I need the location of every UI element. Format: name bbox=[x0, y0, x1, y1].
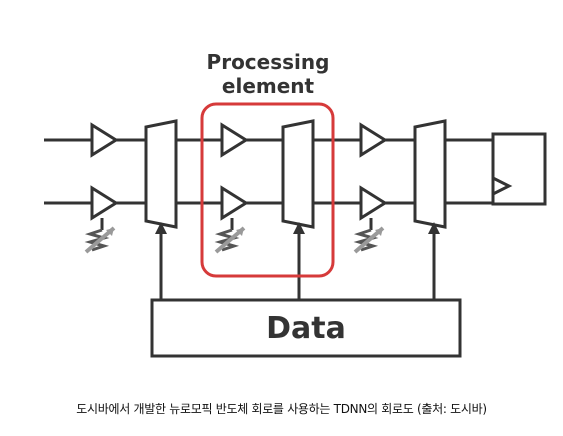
resistor-icon bbox=[214, 218, 246, 254]
multiplexer-icon bbox=[281, 119, 315, 229]
resistor-icon bbox=[353, 218, 385, 254]
buffer-triangle-icon bbox=[90, 122, 119, 158]
buffer-triangle-icon bbox=[220, 185, 249, 221]
data-block-label: Data bbox=[266, 310, 346, 346]
processing-element-label-line2: element bbox=[221, 74, 315, 98]
buffer-triangle-icon bbox=[220, 122, 249, 158]
processing-element-label: Processing element bbox=[178, 50, 358, 98]
buffer-triangle-icon bbox=[359, 122, 388, 158]
output-clock-icon bbox=[492, 176, 513, 196]
buffer-triangle-icon bbox=[90, 185, 119, 221]
data-block bbox=[150, 298, 462, 358]
figure-caption: 도시바에서 개발한 뉴로모픽 반도체 회로를 사용하는 TDNN의 회로도 (출… bbox=[76, 402, 487, 416]
buffer-triangle-icon bbox=[359, 185, 388, 221]
multiplexer-icon bbox=[144, 119, 178, 229]
processing-element-label-line1: Processing bbox=[206, 50, 330, 74]
output-block bbox=[491, 132, 547, 206]
processing-element-highlight bbox=[200, 102, 335, 278]
resistor-icon bbox=[84, 218, 116, 254]
multiplexer-icon bbox=[413, 119, 447, 229]
